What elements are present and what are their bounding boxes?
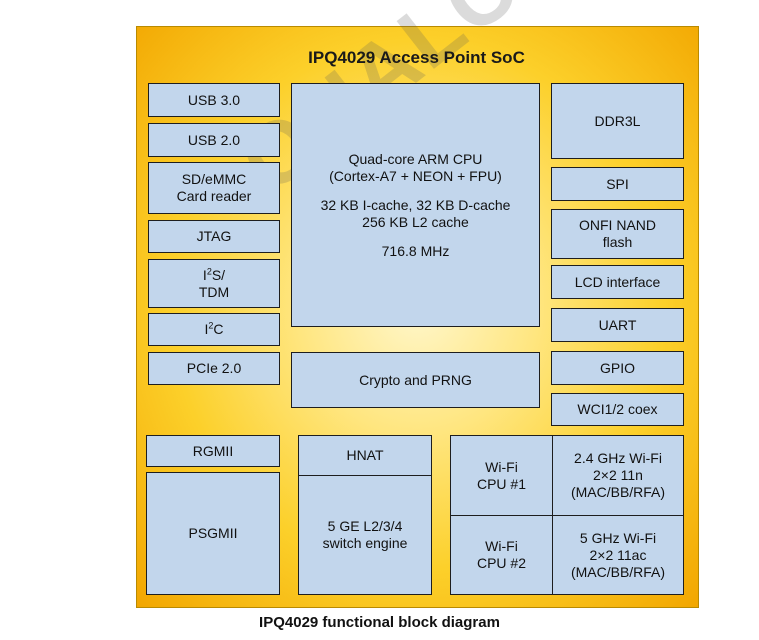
nand-block: ONFI NAND flash bbox=[551, 209, 684, 259]
switch-label-2: switch engine bbox=[322, 535, 408, 551]
sd-emmc-label-1: SD/eMMC bbox=[181, 171, 247, 187]
wci-label: WCI1/2 coex bbox=[577, 401, 658, 417]
wifi-cpu2-label-2: CPU #2 bbox=[476, 555, 527, 571]
hnat-block: HNAT bbox=[298, 435, 432, 476]
wifi-5ghz-label-3: (MAC/BB/RFA) bbox=[570, 563, 666, 580]
wifi-24ghz-label-2: 2×2 11n bbox=[593, 467, 643, 483]
switch-label-1: 5 GE L2/3/4 bbox=[327, 518, 403, 534]
diagram-caption: IPQ4029 functional block diagram bbox=[259, 614, 500, 631]
cpu-block: Quad-core ARM CPU (Cortex-A7 + NEON + FP… bbox=[291, 83, 540, 327]
jtag-label: JTAG bbox=[196, 228, 232, 244]
usb2-label: USB 2.0 bbox=[187, 131, 241, 148]
crypto-block: Crypto and PRNG bbox=[291, 352, 540, 408]
wifi-24ghz-label-3: (MAC/BB/RFA) bbox=[570, 484, 666, 500]
i2s-tdm-block: I2S/ TDM bbox=[148, 259, 280, 308]
jtag-block: JTAG bbox=[148, 220, 280, 253]
cpu-label-1: Quad-core ARM CPU bbox=[348, 150, 483, 167]
wci-block: WCI1/2 coex bbox=[551, 393, 684, 426]
wifi-5ghz-label-1: 5 GHz Wi-Fi bbox=[579, 529, 657, 546]
ddr3l-label: DDR3L bbox=[594, 112, 641, 129]
nand-label-2: flash bbox=[602, 234, 633, 250]
lcd-block: LCD interface bbox=[551, 265, 684, 299]
rgmii-block: RGMII bbox=[146, 435, 280, 467]
spi-block: SPI bbox=[551, 167, 684, 201]
hnat-label: HNAT bbox=[346, 447, 384, 463]
i2s-label: I2S/ bbox=[202, 265, 226, 283]
wifi-cpu2-block: Wi-Fi CPU #2 bbox=[450, 515, 553, 595]
tdm-label: TDM bbox=[198, 283, 230, 300]
psgmii-block: PSGMII bbox=[146, 472, 280, 595]
wifi-24ghz-block: 2.4 GHz Wi-Fi 2×2 11n (MAC/BB/RFA) bbox=[552, 435, 684, 516]
wifi-cpu1-label-2: CPU #1 bbox=[476, 475, 527, 492]
ddr3l-block: DDR3L bbox=[551, 83, 684, 159]
pcie-label: PCIe 2.0 bbox=[186, 360, 242, 376]
psgmii-label: PSGMII bbox=[188, 525, 238, 541]
nand-label-1: ONFI NAND bbox=[579, 217, 656, 233]
switch-engine-block: 5 GE L2/3/4 switch engine bbox=[298, 475, 432, 595]
usb3-label: USB 3.0 bbox=[187, 91, 241, 108]
gpio-block: GPIO bbox=[551, 351, 684, 385]
cpu-label-2: (Cortex-A7 + NEON + FPU) bbox=[329, 167, 502, 184]
wifi-5ghz-block: 5 GHz Wi-Fi 2×2 11ac (MAC/BB/RFA) bbox=[552, 515, 684, 595]
pcie-block: PCIe 2.0 bbox=[148, 352, 280, 385]
wifi-24ghz-label-1: 2.4 GHz Wi-Fi bbox=[574, 450, 662, 466]
wifi-cpu1-label-1: Wi-Fi bbox=[485, 458, 518, 475]
sd-emmc-label-2: Card reader bbox=[176, 188, 252, 204]
lcd-label: LCD interface bbox=[574, 273, 661, 290]
rgmii-label: RGMII bbox=[192, 442, 234, 459]
wifi-5ghz-label-2: 2×2 11ac bbox=[589, 546, 647, 563]
uart-label: UART bbox=[598, 316, 637, 333]
usb2-block: USB 2.0 bbox=[148, 123, 280, 157]
gpio-label: GPIO bbox=[599, 359, 635, 376]
cpu-label-4: 256 KB L2 cache bbox=[362, 213, 469, 230]
i2c-block: I2C bbox=[148, 313, 280, 346]
cpu-label-5: 716.8 MHz bbox=[381, 242, 450, 259]
crypto-label: Crypto and PRNG bbox=[359, 371, 472, 388]
spi-label: SPI bbox=[606, 175, 629, 192]
cpu-label-3: 32 KB I-cache, 32 KB D-cache bbox=[320, 196, 511, 213]
sd-emmc-block: SD/eMMC Card reader bbox=[148, 162, 280, 214]
wifi-cpu2-label-1: Wi-Fi bbox=[485, 538, 518, 554]
i2c-label: I2C bbox=[204, 320, 224, 337]
usb3-block: USB 3.0 bbox=[148, 83, 280, 117]
diagram-title: IPQ4029 Access Point SoC bbox=[308, 48, 525, 67]
uart-block: UART bbox=[551, 308, 684, 342]
wifi-cpu1-block: Wi-Fi CPU #1 bbox=[450, 435, 553, 516]
